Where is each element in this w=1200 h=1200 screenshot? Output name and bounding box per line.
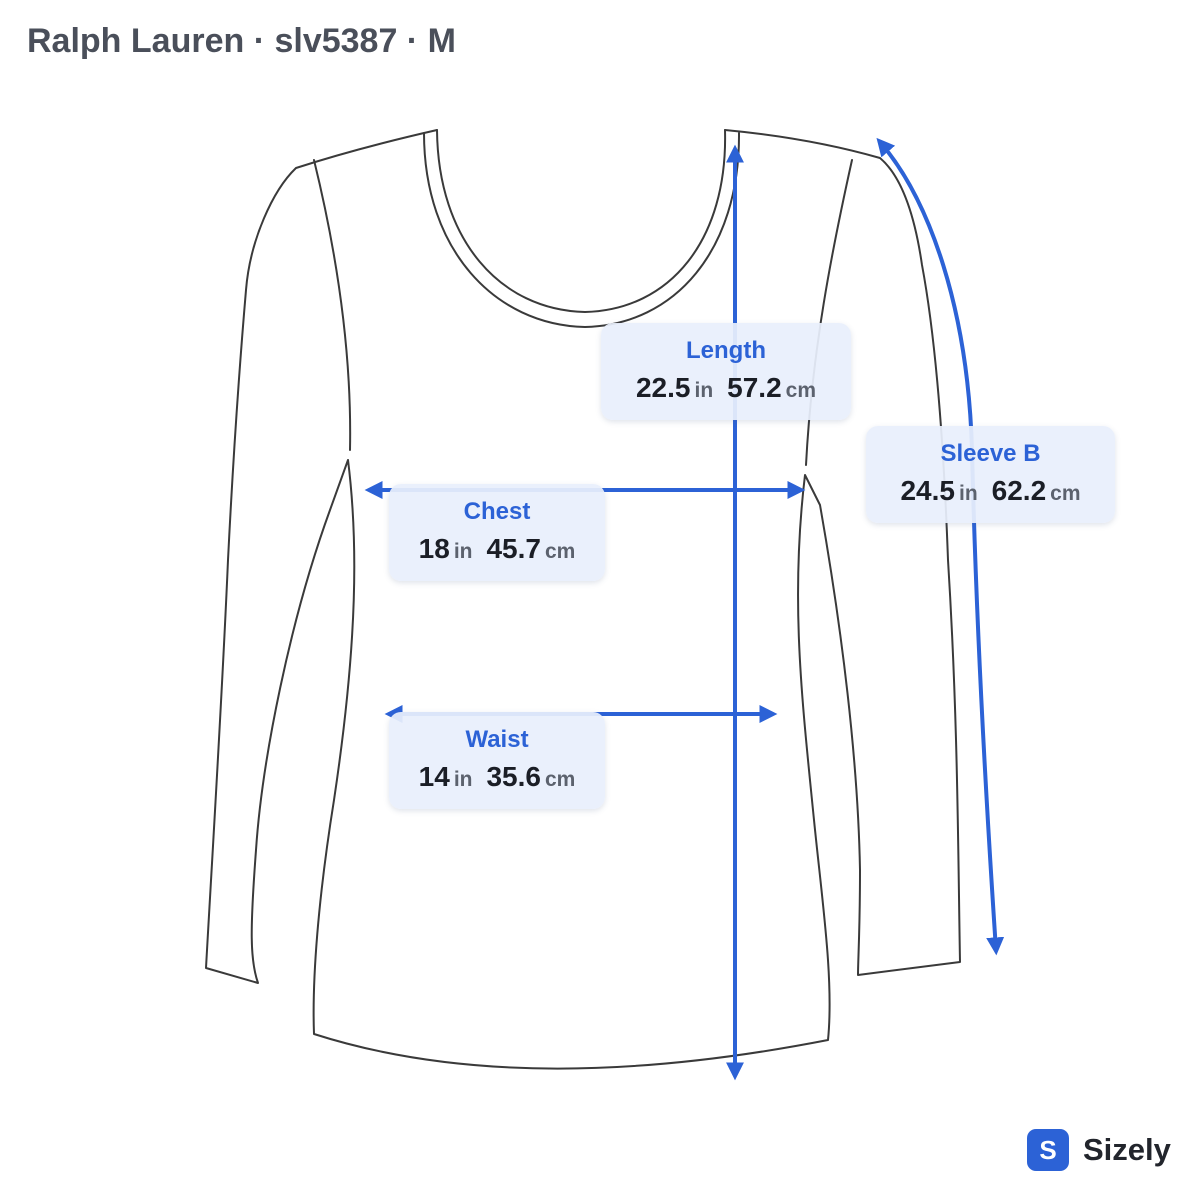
length-in-unit: in	[694, 379, 714, 402]
chest-cm-value: 45.7	[486, 533, 541, 564]
sleeve-label: Sleeve B	[940, 440, 1041, 467]
length-in-value: 22.5	[635, 372, 691, 403]
waist-in-unit: in	[453, 768, 473, 791]
neckline-inner	[423, 132, 741, 328]
chest-in-unit: in	[453, 540, 473, 563]
brand-logo: S Sizely	[1027, 1128, 1171, 1172]
sleeve-in-unit: in	[958, 482, 978, 505]
chest-label: Chest	[463, 498, 531, 525]
page-title: Ralph Lauren · slv5387 · M	[27, 22, 456, 60]
chest-cm-unit: cm	[544, 540, 576, 563]
brand-badge-icon: S	[1027, 1129, 1069, 1171]
brand-name: Sizely	[1083, 1132, 1171, 1167]
waist-cm-unit: cm	[544, 768, 576, 791]
waist-in-value: 14	[418, 761, 450, 792]
sleeve-in-value: 24.5	[900, 475, 955, 506]
sleeve-cm-value: 62.2	[991, 475, 1047, 506]
length-cm-value: 57.2	[727, 372, 782, 403]
sleeve-cm-unit: cm	[1050, 482, 1081, 505]
neckline-outer	[436, 129, 727, 313]
left-sleeve-seam	[313, 159, 352, 451]
shirt-outline-icon	[205, 129, 961, 1070]
length-label: Length	[686, 337, 766, 364]
waist-label: Waist	[465, 726, 529, 753]
waist-cm-value: 35.6	[486, 761, 541, 792]
right-sleeve-seam	[805, 159, 853, 466]
length-cm-unit: cm	[785, 379, 817, 402]
sleeve-arrow	[876, 137, 1005, 956]
shirt-body-outline	[205, 129, 961, 1070]
chest-in-value: 18	[418, 533, 450, 564]
